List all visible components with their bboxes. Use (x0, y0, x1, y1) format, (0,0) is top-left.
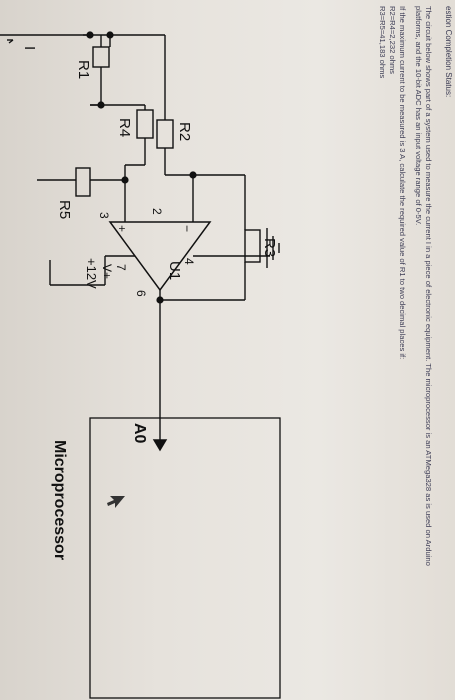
r1-resistor (92, 46, 110, 68)
pin6-label: 6 (134, 290, 148, 297)
junction-dot (97, 101, 105, 109)
r1-label: R1 (75, 60, 92, 79)
junction-dot (106, 31, 114, 39)
r3-resistor (244, 229, 261, 263)
r5-resistor (75, 167, 91, 197)
pin2-label: 2 (150, 208, 164, 215)
supply-label: +12V (84, 258, 99, 289)
current-arrow-head (8, 39, 14, 44)
current-label: I (21, 46, 38, 50)
a0-label: A0 (131, 423, 148, 444)
r2-label: R2 (176, 122, 193, 141)
junction-dot (86, 31, 94, 39)
non-inv-sign: + (115, 225, 129, 232)
junction-dot (189, 171, 197, 179)
r3-label: R3 (261, 238, 278, 257)
r4-resistor (136, 109, 154, 139)
r4-label: R4 (116, 118, 133, 137)
vplus-label: V+ (100, 264, 114, 279)
opamp-label: U1 (166, 261, 183, 280)
a0-arrow-icon (152, 439, 168, 452)
pin3-label: 3 (97, 212, 111, 219)
junction-dot (156, 296, 164, 304)
r2-resistor (156, 119, 174, 149)
junction-dot (121, 176, 129, 184)
mouse-cursor-icon (107, 496, 125, 508)
r5-label: R5 (56, 200, 73, 219)
pin7-label: 7 (114, 264, 128, 271)
inv-sign: − (180, 225, 194, 232)
pin4-label: 4 (182, 258, 196, 265)
microprocessor-box (89, 417, 281, 699)
microprocessor-label: Microprocessor (51, 440, 68, 560)
